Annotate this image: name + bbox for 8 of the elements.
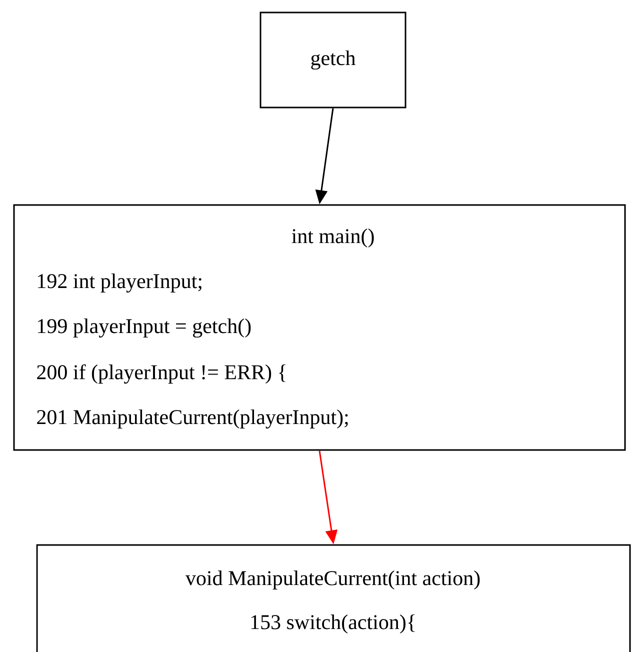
code-line: 192 int playerInput; xyxy=(38,273,202,293)
node-heading: int main() xyxy=(292,228,374,248)
node-label: getch xyxy=(311,50,356,70)
node-heading: void ManipulateCurrent(int action) xyxy=(185,570,480,590)
code-line: 200 if (playerInput != ERR) { xyxy=(37,364,286,384)
code-line: 201 ManipulateCurrent(playerInput); xyxy=(37,409,348,429)
code-line: 199 playerInput = getch() xyxy=(38,318,251,338)
code-line: 153 switch(action){ xyxy=(251,614,415,634)
